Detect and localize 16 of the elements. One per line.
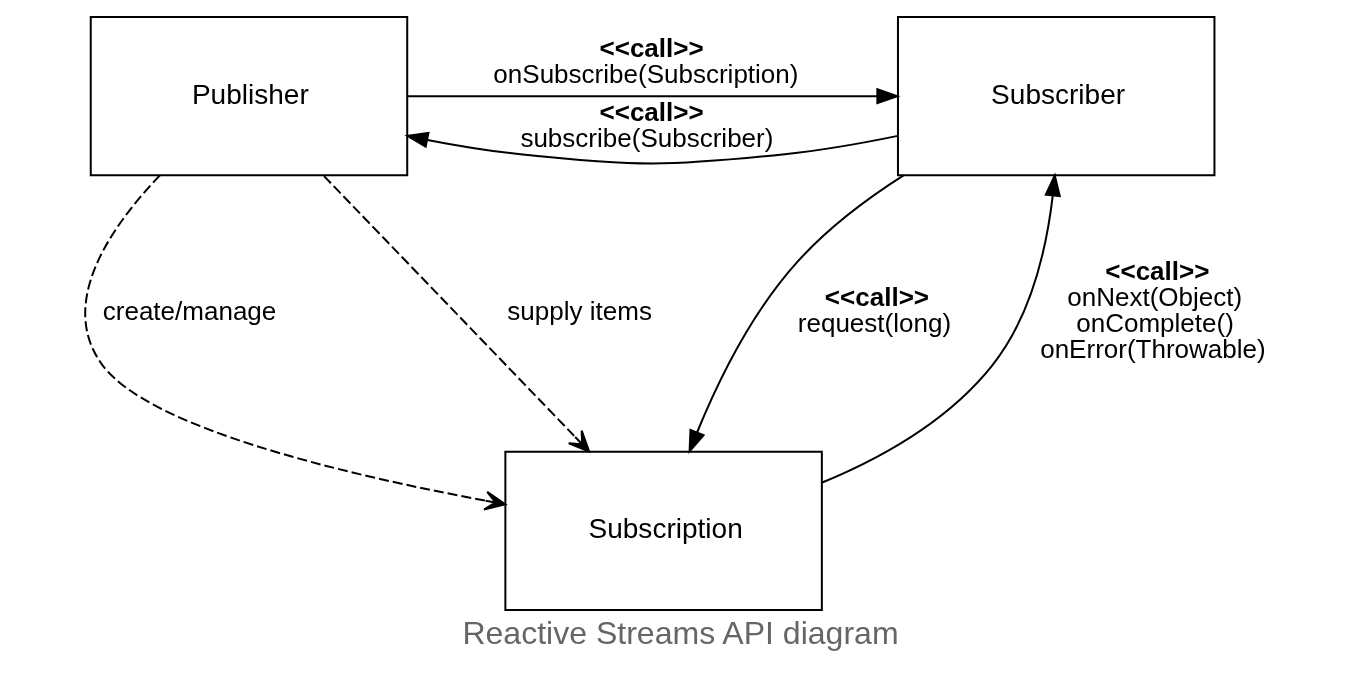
node-box: Subscriber — [896, 15, 1215, 176]
node-box: Publisher — [89, 15, 408, 176]
node-box: Subscription — [503, 450, 823, 611]
edge-label: create/manage — [102, 295, 276, 326]
arrow — [403, 131, 899, 164]
edge-label: supply items — [506, 295, 652, 326]
arrow — [687, 173, 905, 454]
arrow — [83, 173, 506, 511]
arrow — [820, 171, 1061, 483]
edge-label: <<call>> onNext(Object) onComplete() onError(Throwable) — [1039, 255, 1266, 364]
caption: Reactive Streams API diagram — [461, 614, 899, 651]
arrow — [406, 87, 900, 105]
edge-label: <<call>> subscribe(Subscriber) — [519, 96, 773, 153]
edge-label: <<call>> onSubscribe(Subscription) — [492, 32, 798, 89]
arrow — [322, 174, 590, 452]
edge-label: <<call>> request(long) — [797, 281, 951, 338]
